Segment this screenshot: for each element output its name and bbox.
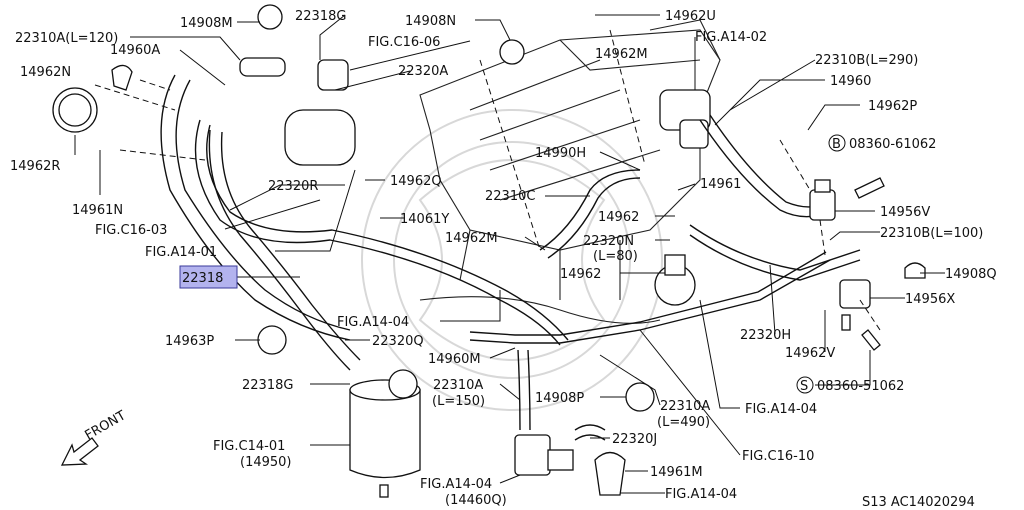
solenoid-valve-14956v [809,179,836,221]
label-08360-61062: 08360-61062 [849,137,936,152]
label-14908q: 14908Q [945,267,997,282]
label-22320q: 22320Q [372,334,424,349]
label-l80: (L=80) [593,249,638,264]
label-14908m: 14908M [180,16,233,31]
throttle-body [239,57,711,166]
leader-lines [74,14,945,494]
separator-14460q [514,434,574,476]
label-14962n: 14962N [20,65,71,80]
highlight-22318 [179,265,238,289]
pump-unit [654,254,696,306]
label-22320r: 22320R [268,179,318,194]
label-22320a: 22320A [398,64,448,79]
label-14960m: 14960M [428,352,481,367]
label-14962m-top: 14962M [595,47,648,62]
label-14460q: (14460Q) [445,493,507,508]
label-fig-a14-01: FIG.A14-01 [145,245,217,260]
hose-22320q [208,129,361,371]
label-22310a-l490: 22310A [660,399,710,414]
label-fig-a14-04-lower-right: FIG.A14-04 [665,487,737,502]
label-14990h: 14990H [535,146,586,161]
label-22318g-bottom: 22318G [242,378,293,393]
label-14962u: 14962U [665,9,716,24]
label-fig-a14-04-bottom: FIG.A14-04 [420,477,492,492]
label-22310b-l290: 22310B(L=290) [815,53,918,68]
label-14962q: 14962Q [390,174,442,189]
label-14962-low: 14962 [560,267,601,282]
label-14956v: 14956V [880,205,930,220]
label-22318: 22318 [182,271,223,286]
label-fig-c14-01: FIG.C14-01 [213,439,285,454]
front-direction-arrow [60,437,99,466]
hose-22310b [689,114,861,281]
label-14061y: 14061Y [400,212,449,227]
label-fig-a14-04-right: FIG.A14-04 [745,402,817,417]
hose-22320j [574,424,606,441]
label-14961m: 14961M [650,465,703,480]
label-fig-a14-04-mid: FIG.A14-04 [337,315,409,330]
label-front: FRONT [83,408,129,443]
label-14962p: 14962P [868,99,917,114]
clamp-14908n [499,39,525,65]
label-22318g-top: 22318G [295,9,346,24]
label-14963p: 14963P [165,334,214,349]
label-14962r: 14962R [10,159,60,174]
bolt-08360-51062 [861,329,881,351]
charcoal-canister [349,369,421,498]
label-22310a-l150: 22310A [433,378,483,393]
label-14908p: 14908P [535,391,584,406]
label-22310b-l100: 22310B(L=100) [880,226,983,241]
bolt-08360-61062 [854,177,885,199]
label-14962m-mid: 14962M [445,231,498,246]
label-22320h: 22320H [740,328,791,343]
label-14950: (14950) [240,455,292,470]
part-14961m [594,451,626,496]
label-14960: 14960 [830,74,871,89]
footer-code: S13 AC14020294 [862,495,975,510]
label-fig-c16-10: FIG.C16-10 [742,449,814,464]
hose-22310c [539,169,641,259]
circled-s-symbol: S [796,376,814,394]
circled-b-symbol: B [828,134,846,152]
label-22310a-l150-length: (L=150) [432,394,485,409]
label-22310a-l120: 22310A(L=120) [15,31,118,46]
label-fig-a14-02: FIG.A14-02 [695,30,767,45]
hose-22320r [194,119,569,346]
label-14961n: 14961N [72,203,123,218]
label-14908n: 14908N [405,14,456,29]
part-labels: 22310A(L=120) 14908M 22318G 14908N 14962… [10,9,997,510]
label-14961: 14961 [700,177,741,192]
clamp-14963p [257,325,287,355]
clamp-14908q [904,262,926,279]
hose-22310a-150 [517,349,531,431]
label-22320j: 22320J [612,432,657,447]
dashed-guides [94,29,881,331]
label-22310c: 22310C [485,189,535,204]
watermark-emblem [361,109,663,411]
label-14962-mid: 14962 [598,210,639,225]
label-14960a: 14960A [110,43,160,58]
label-14956x: 14956X [905,292,955,307]
label-fig-c16-03: FIG.C16-03 [95,223,167,238]
label-14962v: 14962V [785,346,835,361]
label-22320n: 22320N [583,234,634,249]
label-fig-c16-06: FIG.C16-06 [368,35,440,50]
clamp-14962r [52,87,98,133]
clamp-14908m [257,4,283,30]
clamp-14962n [111,64,133,91]
label-08360-51062: 08360-51062 [817,379,904,394]
valve-14956x [839,279,871,331]
svg-text:B: B [832,137,841,152]
svg-text:S: S [800,379,808,394]
label-22310a-l490-length: (L=490) [657,415,710,430]
